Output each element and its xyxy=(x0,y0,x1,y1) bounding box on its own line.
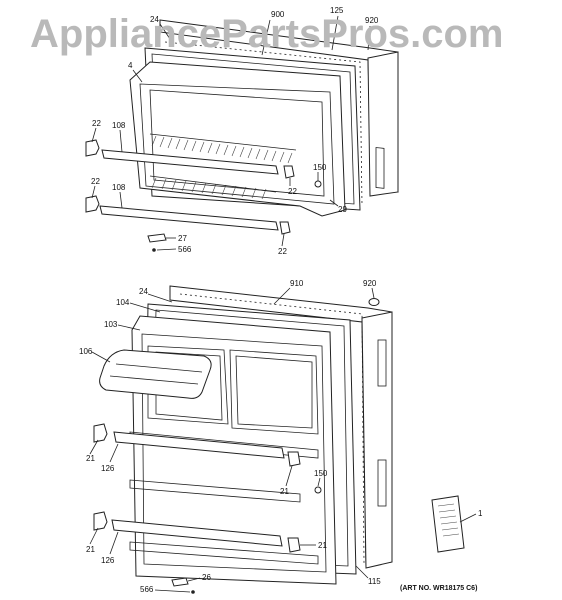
callout-126b: 126 xyxy=(101,556,115,565)
callout-26: 26 xyxy=(202,573,211,582)
fresh-food-callouts: 24 910 920 104 103 106 21 126 150 21 1 2… xyxy=(79,279,483,594)
callout-566: 566 xyxy=(178,245,192,254)
callout-108b: 108 xyxy=(112,183,126,192)
fresh-food-bracket-upper-right xyxy=(287,451,301,467)
callout-104: 104 xyxy=(116,298,130,307)
callout-24b: 24 xyxy=(139,287,148,296)
use-and-care-booklet xyxy=(431,495,465,553)
callout-21a: 21 xyxy=(86,454,95,463)
freezer-bracket-lower-left xyxy=(85,195,100,213)
fresh-food-bracket-lower-left xyxy=(93,511,108,531)
callout-150: 150 xyxy=(313,163,327,172)
freezer-door-assembly xyxy=(85,19,399,252)
freezer-bracket-lower-right xyxy=(279,221,291,235)
callout-900: 900 xyxy=(271,10,285,19)
watermark-text: AppliancePartsPros.com xyxy=(30,12,504,56)
callout-115: 115 xyxy=(368,577,381,586)
callout-920: 920 xyxy=(365,16,379,25)
callout-27: 27 xyxy=(178,234,187,243)
fresh-food-bracket-lower-right xyxy=(287,537,301,553)
dairy-compartment-door xyxy=(99,349,212,399)
callout-22b: 22 xyxy=(288,187,297,196)
callout-24: 24 xyxy=(150,15,159,24)
fresh-food-bracket-upper-left xyxy=(93,423,108,443)
callout-29: 29 xyxy=(338,205,347,214)
callout-150b: 150 xyxy=(314,469,328,478)
fresh-food-door-stop xyxy=(314,486,322,494)
freezer-shelf-grid xyxy=(151,135,293,200)
freezer-callouts: 24 900 125 920 4 22 108 150 22 22 108 29… xyxy=(91,6,379,256)
freezer-shelf-bar-lower xyxy=(99,205,279,231)
callout-920b: 920 xyxy=(363,279,377,288)
callout-125: 125 xyxy=(330,6,344,15)
callout-566b: 566 xyxy=(140,585,154,594)
fresh-food-shelf-bar-lower xyxy=(111,519,283,547)
callout-126a: 126 xyxy=(101,464,115,473)
art-number: (ART NO. WR18175 C6) xyxy=(400,585,477,592)
fresh-food-shelf-bar-upper xyxy=(113,431,285,459)
fresh-food-door-plug xyxy=(368,298,380,306)
callout-1: 1 xyxy=(478,509,483,518)
callout-103: 103 xyxy=(104,320,118,329)
freezer-bracket-upper-right xyxy=(283,165,295,179)
callout-4: 4 xyxy=(128,61,133,70)
callout-21d: 21 xyxy=(318,541,327,550)
fresh-food-hinge-cover xyxy=(171,577,189,587)
callout-21c: 21 xyxy=(86,545,95,554)
freezer-door-stop xyxy=(314,180,322,188)
callout-22c: 22 xyxy=(91,177,100,186)
fresh-food-screw xyxy=(191,590,195,594)
callout-910: 910 xyxy=(290,279,304,288)
freezer-shelf-bar-upper xyxy=(101,149,279,175)
freezer-screw xyxy=(152,248,156,252)
callout-22a: 22 xyxy=(92,119,101,128)
freezer-inner-liner xyxy=(129,61,346,217)
callout-22d: 22 xyxy=(278,247,287,256)
callout-108a: 108 xyxy=(112,121,126,130)
callout-106: 106 xyxy=(79,347,93,356)
callout-21b: 21 xyxy=(280,487,289,496)
freezer-hinge-cover xyxy=(147,233,167,243)
freezer-bracket-upper-left xyxy=(85,139,100,157)
fresh-food-door-assembly xyxy=(93,285,465,594)
